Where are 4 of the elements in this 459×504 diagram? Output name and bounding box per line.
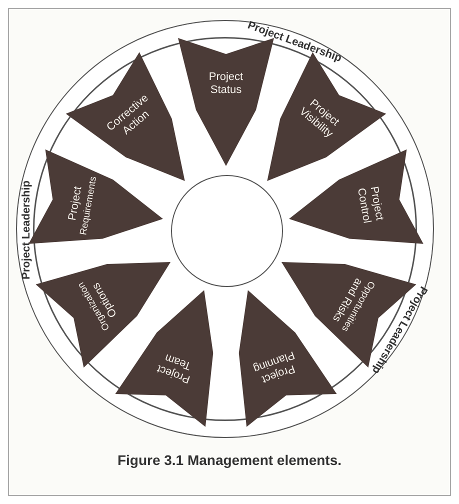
figure-caption: Figure 3.1 Management elements.	[116, 452, 343, 468]
arrow-segment: Project Control	[289, 149, 424, 244]
arrow-segment: Project Team	[115, 290, 214, 427]
arrow-segment: Project Status	[178, 38, 274, 166]
